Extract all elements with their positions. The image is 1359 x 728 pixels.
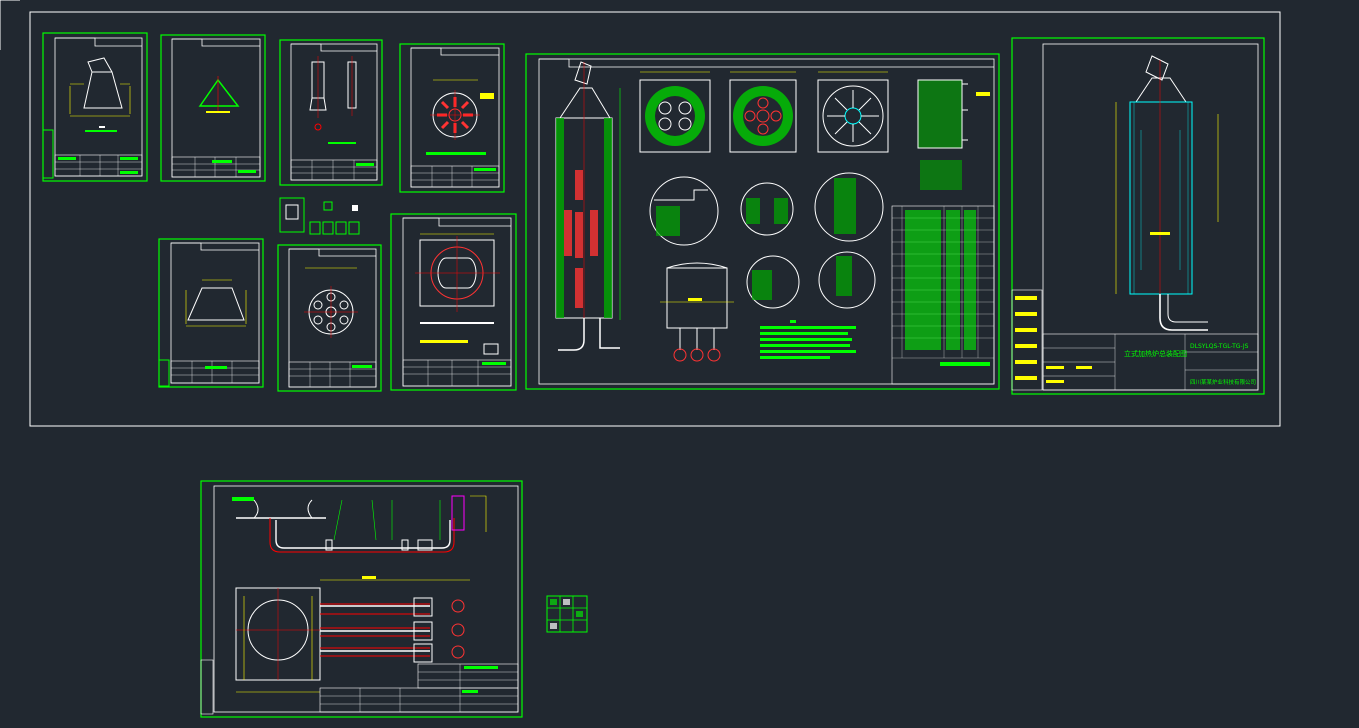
title-block-icon xyxy=(1042,333,1259,391)
sheet-4-burner-plate[interactable] xyxy=(399,43,505,193)
furnace-elevation xyxy=(555,61,621,351)
sheet-2-cone[interactable] xyxy=(160,34,266,182)
sheet-8-furnace-details[interactable] xyxy=(525,53,1000,390)
assembly-company: 四川某某炉业科技有限公司 xyxy=(1190,378,1256,386)
plan-view-3 xyxy=(817,71,889,153)
sheet-6-tube-sheet[interactable] xyxy=(277,244,382,392)
sheet-9-assembly[interactable]: 立式加热炉总装配图 DLSYLQS-TGL-TG-JS 四川某某炉业科技有限公司 xyxy=(1011,37,1265,395)
sheet-7-manhole[interactable] xyxy=(390,213,517,391)
piping-title-block xyxy=(319,663,519,713)
detail-circles xyxy=(649,172,884,309)
assembly-title: 立式加热炉总装配图 xyxy=(1124,349,1187,358)
assembly-number: DLSYLQS-TGL-TG-JS xyxy=(1190,343,1249,350)
sheet-10-piping-layout[interactable] xyxy=(200,480,523,718)
material-list-table xyxy=(891,205,995,385)
plan-view-2 xyxy=(729,71,797,153)
tower-icon xyxy=(1115,55,1219,331)
flange-icon xyxy=(235,576,470,693)
sheet-3-tube-detail[interactable] xyxy=(279,39,383,186)
sheet-small-parts[interactable] xyxy=(279,197,360,235)
assembly-left-strip xyxy=(1011,289,1043,391)
bottom-outlet-view xyxy=(660,262,734,362)
outer-boundary xyxy=(29,11,1281,427)
stamp-grid[interactable] xyxy=(546,595,588,633)
technical-notes xyxy=(760,320,856,359)
sheet-1-reducer[interactable] xyxy=(42,32,148,182)
sheet-5-reducer-2[interactable] xyxy=(158,238,264,388)
wall-section-detail xyxy=(917,79,990,190)
plan-view-1 xyxy=(639,71,711,153)
pipe-icon xyxy=(236,495,487,553)
viewport-corner-marker xyxy=(0,0,20,50)
